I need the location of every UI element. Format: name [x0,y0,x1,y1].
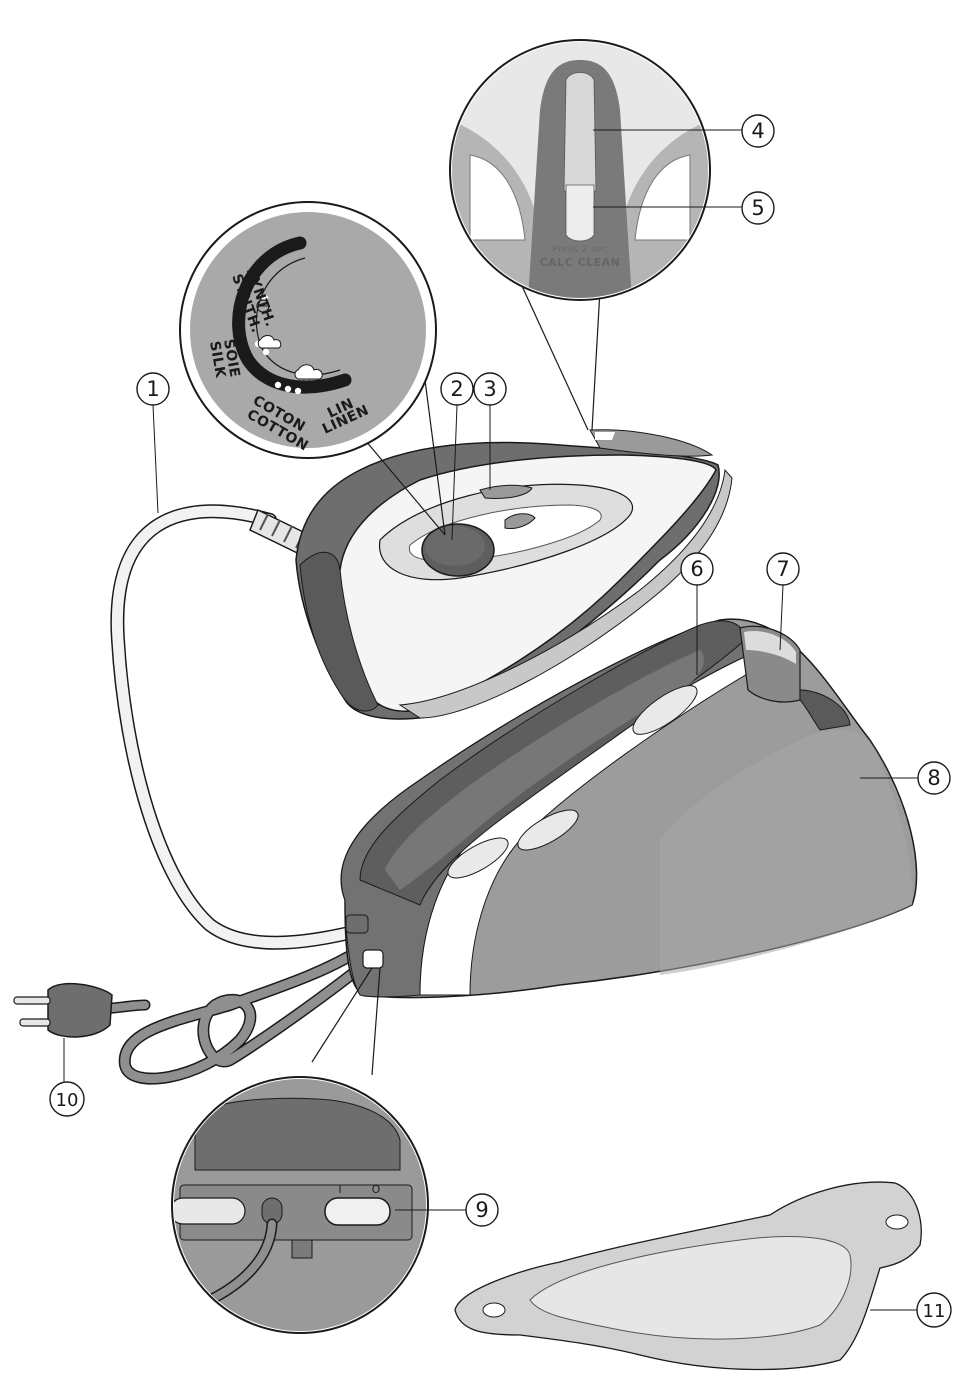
svg-text:7: 7 [776,557,789,581]
svg-text:8: 8 [927,766,940,790]
switch-off-label: O [372,1183,381,1196]
callout-10: 10 [50,1082,84,1116]
descaling-tray [455,1182,921,1369]
callout-6: 6 [681,553,713,585]
nozzle-label-press: Press 2 sec [552,244,608,255]
nozzle-magnifier: Press 2 sec CALC CLEAN [450,40,742,430]
callout-1: 1 [137,373,169,405]
callout-8: 8 [918,762,950,794]
nozzle-label-calc-clean: CALC CLEAN [540,256,621,269]
svg-text:2: 2 [450,377,463,401]
callout-3: 3 [474,373,506,405]
callout-5: 5 [742,192,774,224]
callout-2: 2 [441,373,473,405]
svg-text:4: 4 [751,119,764,143]
callout-11: 11 [917,1293,951,1327]
svg-text:5: 5 [751,196,764,220]
power-switch[interactable] [325,1198,390,1225]
callout-9: 9 [466,1194,498,1226]
svg-text:11: 11 [923,1301,946,1322]
mains-cord-with-plug [14,950,370,1080]
svg-text:10: 10 [56,1090,79,1111]
svg-text:9: 9 [475,1198,488,1222]
switch-on-label: I [338,1183,341,1196]
callout-7: 7 [767,553,799,585]
callout-4: 4 [742,115,774,147]
svg-text:6: 6 [690,557,703,581]
svg-text:3: 3 [483,377,496,401]
svg-text:1: 1 [146,377,159,401]
